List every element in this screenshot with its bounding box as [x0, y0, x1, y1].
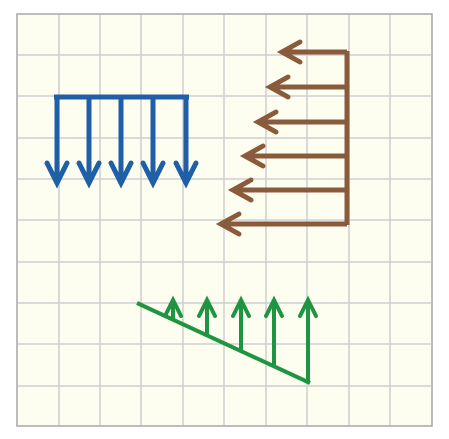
triangular-load-arrow-head: [264, 74, 291, 100]
uniform-distributed-load: [44, 94, 199, 189]
linear-load-arrow-head: [264, 295, 284, 318]
triangular-load-arrow-head: [215, 211, 242, 237]
triangular-load-arrow-head: [239, 143, 266, 169]
uniform-load-arrow-head: [76, 160, 102, 189]
linear-load-arrow-head: [197, 295, 217, 318]
triangular-distributed-load: [215, 39, 350, 237]
linearly-varying-load: [136, 295, 318, 385]
uniform-load-arrow-head: [140, 160, 166, 189]
uniform-load-arrow-head: [44, 160, 70, 189]
uniform-load-arrow-head: [108, 160, 134, 189]
uniform-load-arrow-head: [173, 160, 199, 189]
triangular-load-arrow-head: [276, 39, 303, 65]
linear-load-arrow-head: [298, 295, 318, 318]
linear-load-arrow-head: [231, 295, 251, 318]
linear-load-arrow-head: [163, 295, 183, 318]
triangular-load-arrow-head: [227, 177, 254, 203]
triangular-load-arrow-head: [252, 109, 279, 135]
